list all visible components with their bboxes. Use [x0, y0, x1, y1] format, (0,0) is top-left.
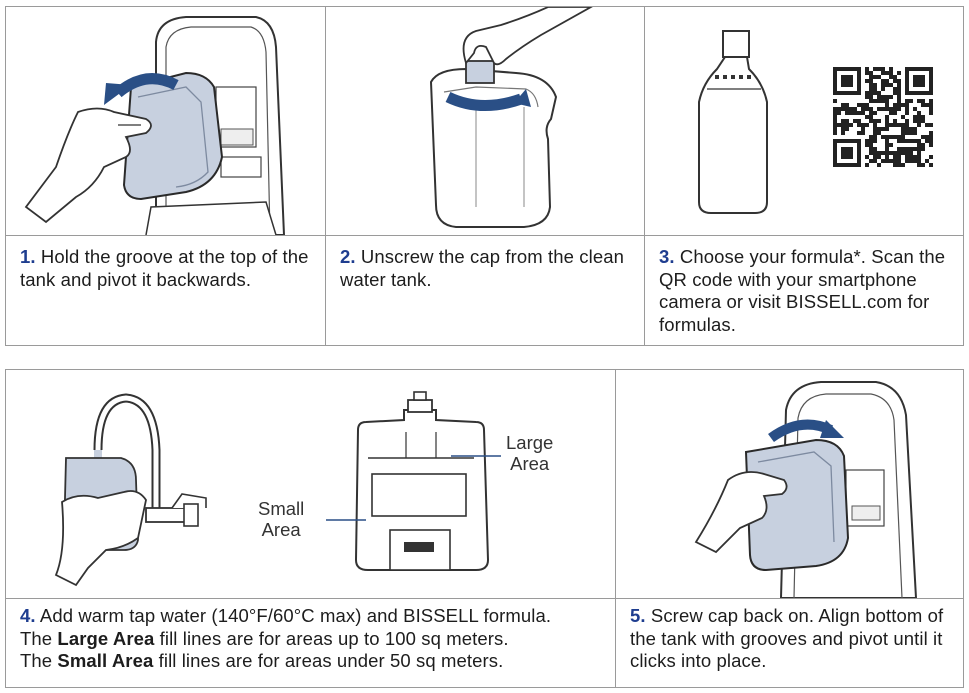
step-text: fill lines are for areas under 50 sq met… — [153, 650, 504, 671]
large-area-bold: Large Area — [57, 627, 155, 649]
label-line: Area — [261, 519, 301, 540]
step-1: 1. Hold the groove at the top of the tan… — [6, 7, 325, 345]
bottom-steps-panel: Large Area Small Area 4. Add warm tap wa… — [5, 369, 964, 688]
step-4-illustration-area: Large Area Small Area — [6, 370, 615, 598]
step-5-caption: 5. Screw cap back on. Align bottom of th… — [616, 598, 963, 687]
step-2: 2. Unscrew the cap from the clean water … — [326, 7, 644, 345]
step-4: Large Area Small Area 4. Add warm tap wa… — [6, 370, 615, 687]
divider — [325, 7, 326, 345]
step-number: 5. — [630, 605, 646, 626]
divider — [615, 370, 616, 687]
unscrew-cap-illustration — [326, 7, 644, 235]
step-text: Unscrew the cap from the clean water tan… — [340, 246, 625, 290]
step-2-caption: 2. Unscrew the cap from the clean water … — [326, 235, 644, 345]
tank-reinstall-illustration — [616, 370, 963, 598]
step-text: Choose your formula*. Scan the QR code w… — [659, 246, 946, 335]
label-line: Large — [506, 432, 554, 453]
large-area-label: Large Area — [506, 432, 553, 474]
step-number: 2. — [340, 246, 356, 267]
small-area-bold: Small Area — [57, 650, 154, 671]
step-text: Hold the groove at the top of the tank a… — [20, 246, 309, 290]
step-number: 3. — [659, 246, 675, 267]
qr-code — [833, 67, 933, 167]
formula-bottle-illustration — [698, 30, 768, 214]
step-text: fill lines are for areas up to 100 sq me… — [154, 627, 509, 649]
step-number: 4. — [20, 605, 36, 626]
step-text: The — [20, 650, 58, 671]
step-5: 5. Screw cap back on. Align bottom of th… — [616, 370, 963, 687]
step-text-line: Add warm tap water (140°F/60°C max) and … — [39, 605, 552, 626]
top-steps-panel: 1. Hold the groove at the top of the tan… — [5, 6, 964, 346]
step-text: Screw cap back on. Align bottom of the t… — [630, 605, 944, 671]
label-line: Area — [510, 453, 550, 474]
step-1-caption: 1. Hold the groove at the top of the tan… — [6, 235, 325, 345]
hand-lifting-tank-illustration — [6, 7, 325, 235]
step-4-caption: 4. Add warm tap water (140°F/60°C max) a… — [6, 598, 615, 687]
step-3: 3. Choose your formula*. Scan the QR cod… — [645, 7, 963, 345]
tank-fill-lines-illustration — [326, 391, 501, 571]
divider — [644, 7, 645, 345]
formula-illustration-area — [645, 7, 963, 235]
small-area-label: Small Area — [258, 498, 304, 540]
label-line: Small — [258, 498, 305, 519]
step-3-caption: 3. Choose your formula*. Scan the QR cod… — [645, 235, 963, 345]
faucet-filling-tank-illustration — [54, 393, 207, 587]
step-number: 1. — [20, 246, 36, 267]
step-text: The — [20, 627, 58, 649]
